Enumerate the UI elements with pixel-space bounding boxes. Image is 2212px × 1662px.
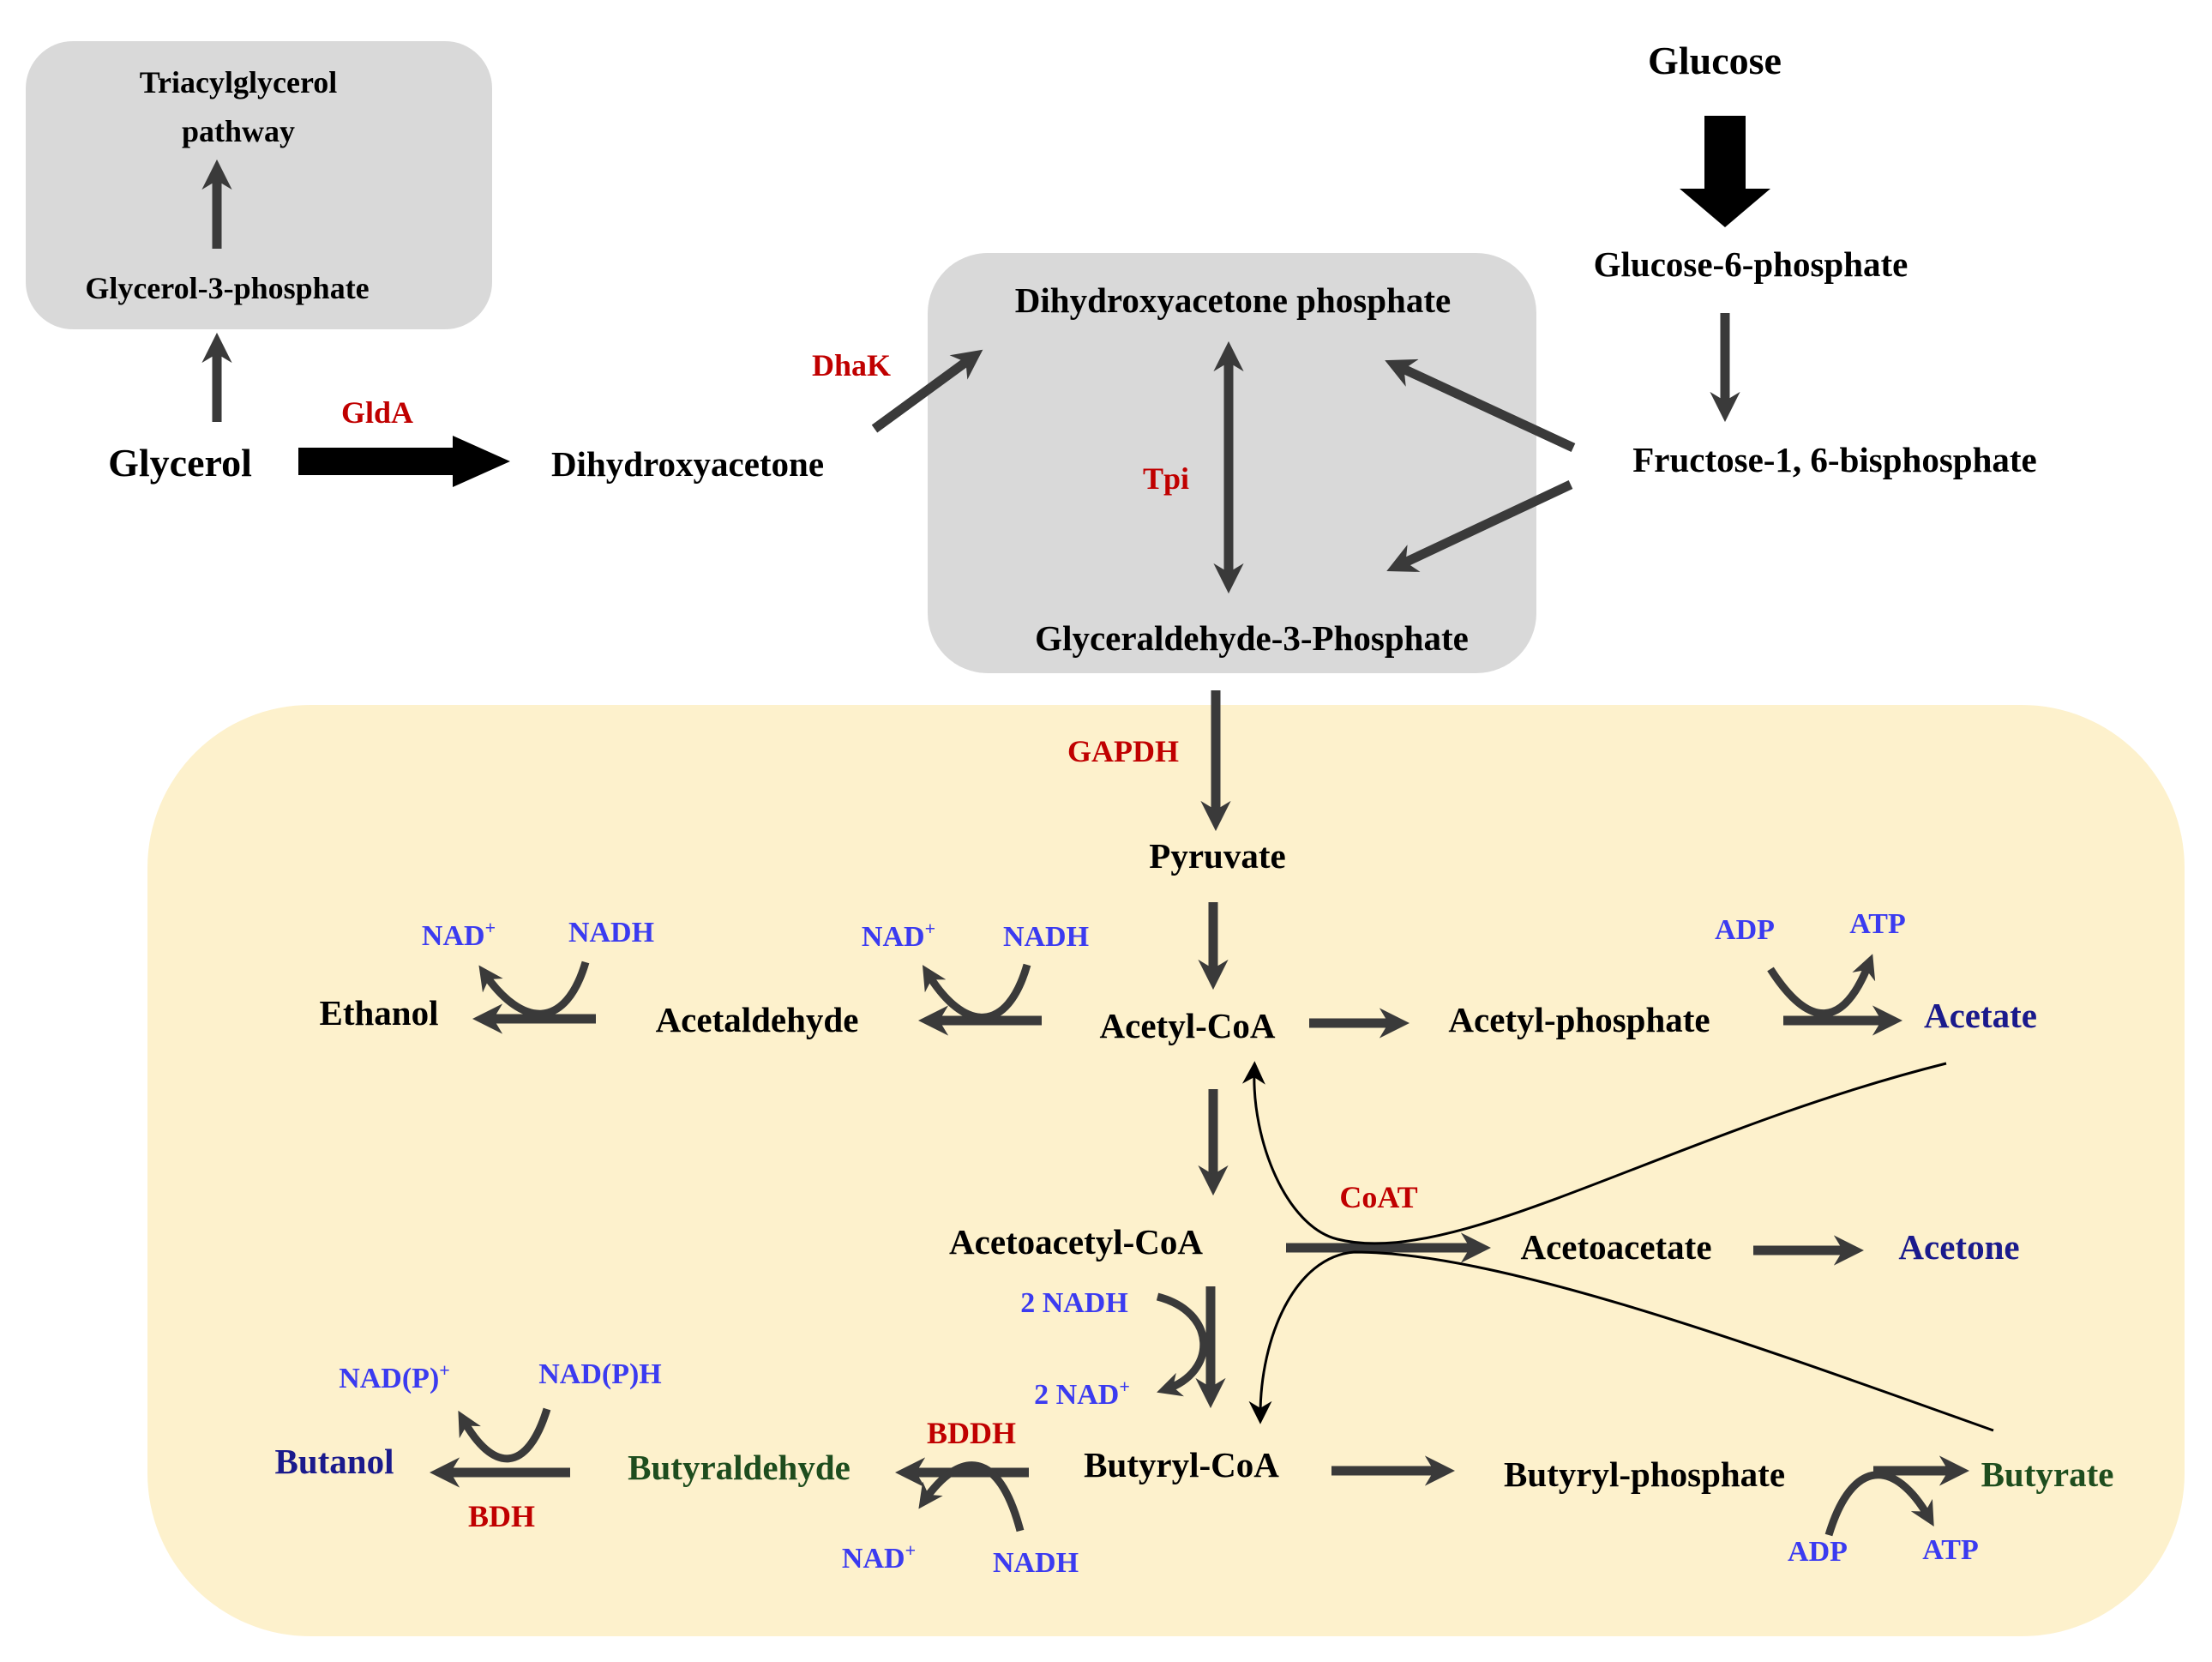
dhak-enzyme-label: DhaK xyxy=(812,348,891,382)
acetate-to-acetylcoa-line xyxy=(1241,1061,1947,1245)
acetyl-coa-label: Acetyl-CoA xyxy=(1100,1006,1276,1045)
acetaldehyde-nad-cofactor: NAD+ xyxy=(862,918,935,953)
acetone-label: Acetone xyxy=(1898,1227,2019,1267)
butanol-label: Butanol xyxy=(275,1442,394,1481)
fbp-to-g3p-arrow xyxy=(1386,480,1573,572)
coat-transfer-lines xyxy=(1241,1061,1994,1432)
fermentation-arrows xyxy=(429,690,1970,1488)
glyceraldehyde-3-phosphate-label: Glyceraldehyde-3-Phosphate xyxy=(1035,618,1469,658)
acetoacetate-label: Acetoacetate xyxy=(1520,1227,1711,1267)
glucose-6-phosphate-label: Glucose-6-phosphate xyxy=(1594,244,1908,284)
glucose-arrow xyxy=(1680,116,1770,227)
ethanol-nadh-cofactor: NADH xyxy=(568,917,654,948)
acetate-adp-cofactor: ADP xyxy=(1715,914,1775,946)
tpi-enzyme-label: Tpi xyxy=(1143,461,1189,496)
triacylglycerol-box xyxy=(26,41,492,329)
dihydroxyacetone-phosphate-label: Dihydroxyacetone phosphate xyxy=(1015,280,1451,320)
acetate-cofactor-arrow xyxy=(1767,954,1876,1018)
acetoacetyl-2nadh-cofactor: 2 NADH xyxy=(1020,1287,1128,1319)
fructose-bisphosphate-label: Fructose-1, 6-bisphosphate xyxy=(1632,440,2037,479)
glycerol-label: Glycerol xyxy=(108,441,252,485)
gapdh-enzyme-label: GAPDH xyxy=(1067,734,1179,768)
acetaldehyde-nadh-cofactor: NADH xyxy=(1003,921,1089,953)
butanol-cofactor-arrow xyxy=(458,1407,551,1463)
acetoacetyl-2nad-cofactor: 2 NAD+ xyxy=(1034,1376,1130,1411)
dihydroxyacetone-label: Dihydroxyacetone xyxy=(551,444,824,484)
glda-arrow xyxy=(298,436,510,487)
butyrate-label: Butyrate xyxy=(1981,1454,2114,1494)
acetaldehyde-label: Acetaldehyde xyxy=(656,1000,859,1039)
butanol-nadph-cofactor: NAD(P)H xyxy=(538,1358,662,1390)
acetoacetyl-coa-label: Acetoacetyl-CoA xyxy=(949,1222,1203,1262)
butyraldehyde-cofactor-arrow xyxy=(918,1461,1025,1533)
butyrate-adp-cofactor: ADP xyxy=(1788,1536,1848,1568)
butyraldehyde-nadh-cofactor: NADH xyxy=(993,1547,1079,1579)
tag-pathway-title-line2: pathway xyxy=(182,114,295,148)
pyruvate-label: Pyruvate xyxy=(1149,836,1285,876)
cofactor-arrows xyxy=(458,954,1934,1537)
bdh-enzyme-label: BDH xyxy=(468,1499,535,1533)
coat-enzyme-label: CoAT xyxy=(1339,1180,1417,1214)
butanol-nadp-cofactor: NAD(P)+ xyxy=(339,1359,450,1394)
acetate-label: Acetate xyxy=(1924,996,2037,1035)
butyraldehyde-label: Butyraldehyde xyxy=(628,1448,851,1487)
ethanol-label: Ethanol xyxy=(320,993,439,1033)
butyrate-atp-cofactor: ATP xyxy=(1922,1534,1978,1566)
butyraldehyde-nad-cofactor: NAD+ xyxy=(842,1539,916,1575)
glda-enzyme-label: GldA xyxy=(341,395,413,430)
dha-to-dhap-arrow xyxy=(871,349,983,433)
ethanol-nad-cofactor: NAD+ xyxy=(422,917,496,952)
acetyl-phosphate-label: Acetyl-phosphate xyxy=(1448,1000,1710,1039)
acetaldehyde-cofactor-arrow xyxy=(922,963,1031,1021)
ethanol-cofactor-arrow xyxy=(478,960,590,1018)
glycerol-3-phosphate-label: Glycerol-3-phosphate xyxy=(85,271,369,305)
fermentation-box xyxy=(147,705,2185,1636)
butyrate-cofactor-arrow xyxy=(1824,1471,1934,1537)
tag-pathway-title-line1: Triacylglycerol xyxy=(140,65,338,99)
fbp-to-dhap-arrow xyxy=(1385,358,1576,452)
acetoacetyl-cofactor-arrow xyxy=(1156,1292,1208,1397)
bddh-enzyme-label: BDDH xyxy=(927,1416,1016,1450)
butyryl-phosphate-label: Butyryl-phosphate xyxy=(1504,1454,1785,1494)
butyryl-coa-label: Butyryl-CoA xyxy=(1084,1445,1279,1484)
acetate-atp-cofactor: ATP xyxy=(1849,908,1905,940)
upper-arrows xyxy=(201,159,1740,594)
glucose-label: Glucose xyxy=(1648,39,1782,82)
butyrate-to-butyrylcoa-line xyxy=(1248,1250,1994,1432)
